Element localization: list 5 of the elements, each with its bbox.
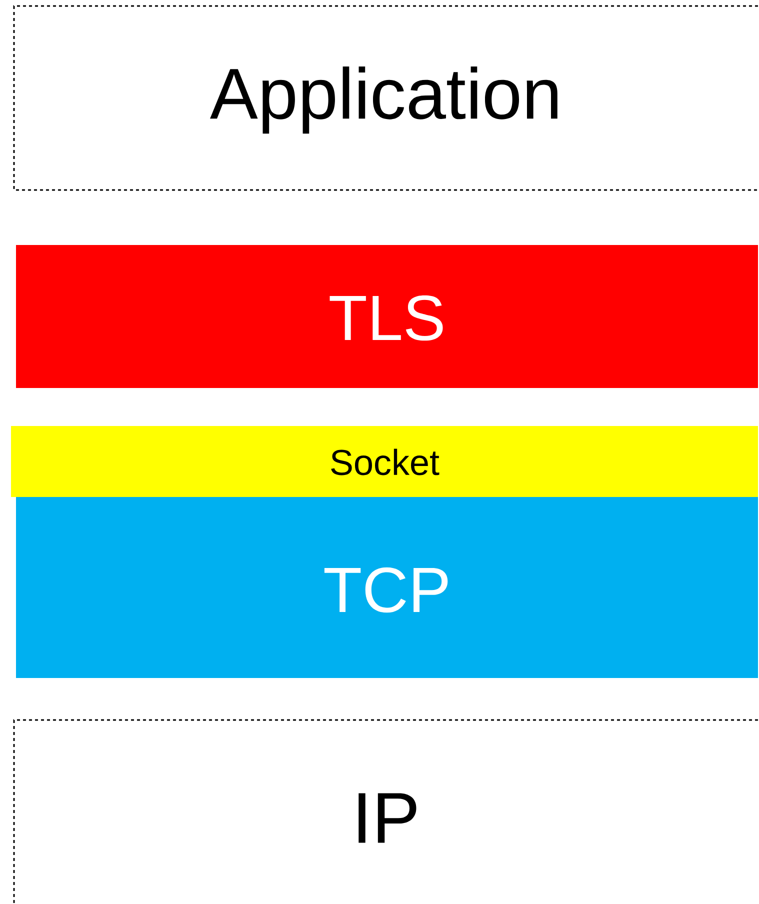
layer-box: Application [13,5,758,191]
layer-box: TCP [16,497,758,678]
layer-box: Socket [11,426,758,497]
layer-box: IP [13,719,758,904]
layer-box: TLS [16,245,758,388]
